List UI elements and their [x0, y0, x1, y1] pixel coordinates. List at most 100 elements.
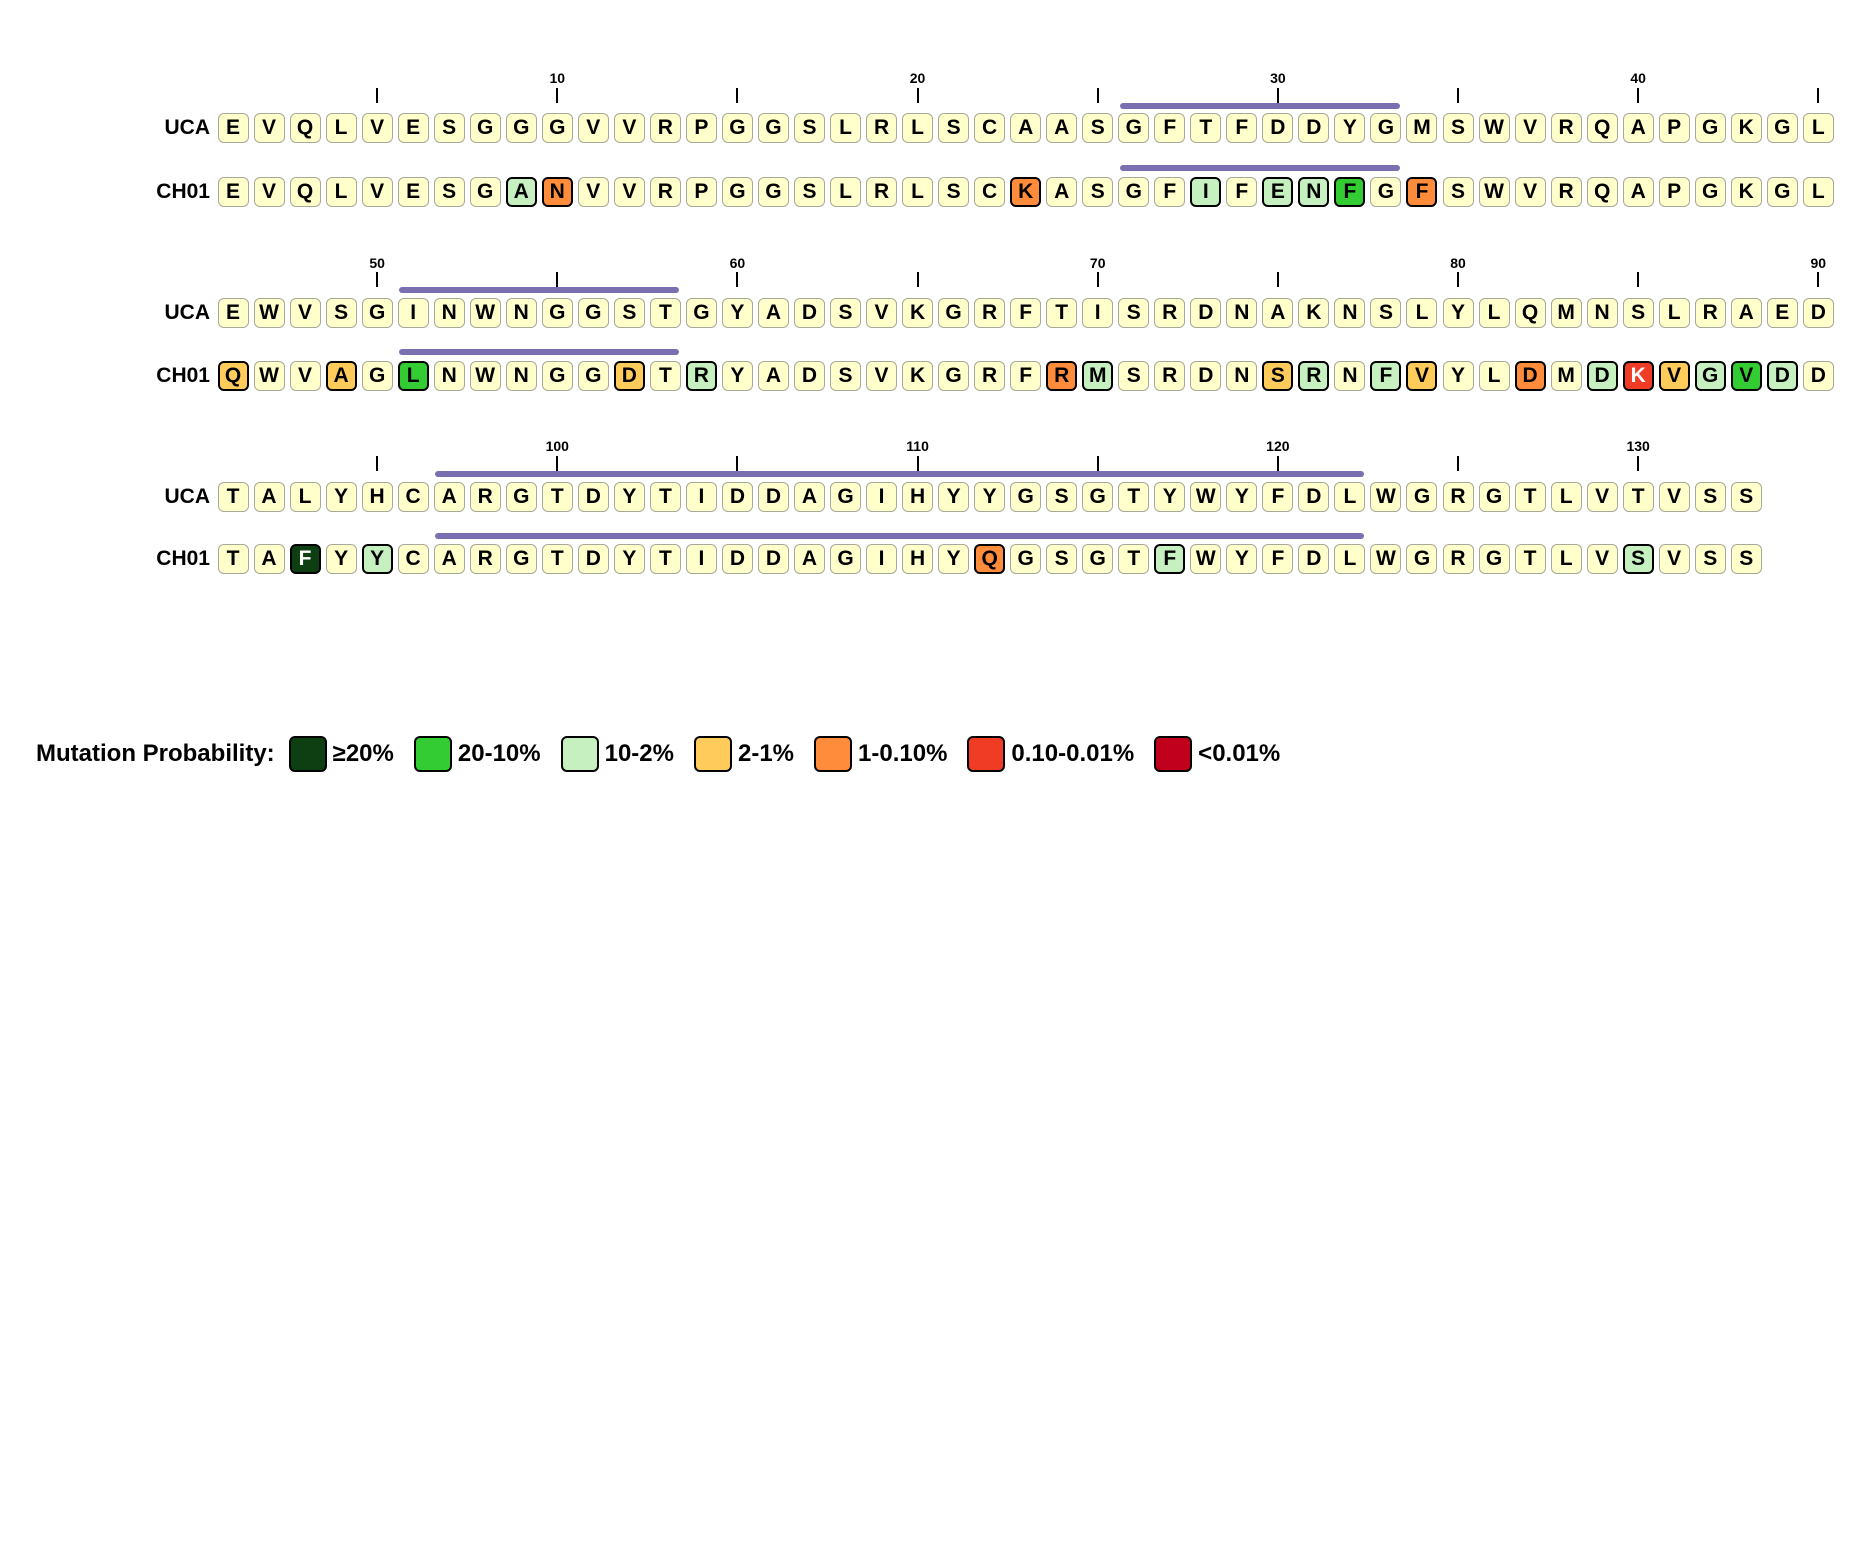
- legend-swatch: [413, 736, 452, 772]
- position-tick: [556, 456, 559, 471]
- uca-residue: D: [577, 482, 609, 512]
- position-tick: [1276, 88, 1279, 103]
- ch01-residue: V: [1586, 544, 1618, 574]
- uca-residue: G: [757, 113, 789, 143]
- ch01-residue: G: [1766, 177, 1798, 207]
- uca-residue: G: [1694, 113, 1726, 143]
- ch01-mutated-residue: D: [1514, 361, 1546, 391]
- legend-item: ≥20%: [288, 736, 394, 772]
- ch01-residue: V: [613, 177, 645, 207]
- legend-item: 20-10%: [413, 736, 541, 772]
- uca-residue: M: [1406, 113, 1438, 143]
- row-label-ch01: CH01: [156, 547, 210, 570]
- uca-residue: R: [649, 113, 681, 143]
- cdr-bar-uca: [435, 471, 1364, 477]
- uca-residue: K: [1730, 113, 1762, 143]
- ch01-mutated-residue: N: [541, 177, 573, 207]
- uca-residue: A: [1046, 113, 1078, 143]
- uca-residue: L: [1334, 482, 1366, 512]
- ch01-residue: T: [217, 544, 249, 574]
- ch01-residue: G: [469, 177, 501, 207]
- ch01-residue: G: [757, 177, 789, 207]
- uca-residue: A: [1730, 298, 1762, 328]
- uca-residue: G: [721, 113, 753, 143]
- ch01-residue: F: [1226, 177, 1258, 207]
- uca-residue: S: [1730, 482, 1762, 512]
- position-label: 70: [1089, 255, 1106, 271]
- uca-residue: L: [289, 482, 321, 512]
- uca-residue: W: [1190, 482, 1222, 512]
- uca-residue: I: [397, 298, 429, 328]
- position-tick: [1276, 272, 1279, 287]
- uca-residue: E: [1766, 298, 1798, 328]
- ch01-mutated-residue: F: [1154, 544, 1186, 574]
- uca-residue: P: [685, 113, 717, 143]
- ch01-residue: S: [433, 177, 465, 207]
- ch01-residue: A: [793, 544, 825, 574]
- uca-residue: Y: [1334, 113, 1366, 143]
- row-label-uca: UCA: [164, 485, 211, 508]
- ch01-residue: G: [1406, 544, 1438, 574]
- position-label: 20: [909, 70, 926, 86]
- ch01-residue: Y: [325, 544, 357, 574]
- ch01-mutated-residue: F: [1334, 177, 1366, 207]
- ch01-residue: G: [721, 177, 753, 207]
- position-tick: [916, 272, 919, 287]
- ch01-residue: S: [1730, 544, 1762, 574]
- ch01-residue: D: [1190, 361, 1222, 391]
- uca-residue: W: [1478, 113, 1510, 143]
- uca-residue: G: [1082, 482, 1114, 512]
- ch01-residue: R: [1442, 544, 1474, 574]
- position-tick: [1457, 456, 1460, 471]
- uca-residue: G: [830, 482, 861, 512]
- uca-residue: Y: [974, 482, 1006, 512]
- ch01-residue: H: [902, 544, 934, 574]
- uca-residue: A: [1262, 298, 1294, 328]
- uca-residue: L: [1658, 298, 1690, 328]
- ch01-residue: W: [1478, 177, 1510, 207]
- uca-residue: D: [1262, 113, 1294, 143]
- ch01-residue: G: [1370, 177, 1402, 207]
- ch01-residue: M: [1550, 361, 1582, 391]
- uca-residue: A: [433, 482, 465, 512]
- uca-residue: I: [866, 482, 898, 512]
- position-label: 90: [1810, 255, 1827, 271]
- uca-residue: L: [325, 113, 357, 143]
- uca-residue: T: [1622, 482, 1654, 512]
- ch01-residue: G: [1118, 177, 1150, 207]
- position-label: 10: [549, 70, 566, 86]
- uca-residue: S: [1694, 482, 1726, 512]
- uca-residue: I: [685, 482, 717, 512]
- uca-residue: L: [1478, 298, 1510, 328]
- ch01-residue: D: [1298, 544, 1330, 574]
- ch01-residue: N: [505, 361, 537, 391]
- ch01-residue: S: [1046, 544, 1078, 574]
- uca-residue: W: [1370, 482, 1402, 512]
- uca-residue: V: [577, 113, 609, 143]
- uca-residue: D: [1298, 113, 1330, 143]
- uca-residue: A: [253, 482, 285, 512]
- legend-swatch: [967, 736, 1006, 772]
- ch01-mutated-residue: R: [685, 361, 717, 391]
- row-label-uca: UCA: [164, 301, 211, 324]
- ch01-residue: F: [1154, 177, 1186, 207]
- ch01-residue: S: [1442, 177, 1474, 207]
- ch01-residue: D: [721, 544, 753, 574]
- position-tick: [916, 456, 919, 471]
- ch01-residue: R: [649, 177, 681, 207]
- uca-residue: Q: [289, 113, 321, 143]
- ch01-residue: V: [1658, 544, 1690, 574]
- uca-residue: E: [217, 113, 249, 143]
- ch01-residue: S: [938, 177, 970, 207]
- uca-residue: E: [217, 298, 249, 328]
- position-label: 100: [545, 438, 569, 454]
- ch01-mutated-residue: K: [1622, 361, 1654, 391]
- uca-residue: T: [1046, 298, 1078, 328]
- uca-residue: D: [757, 482, 789, 512]
- ch01-residue: V: [1514, 177, 1546, 207]
- position-tick: [1637, 456, 1640, 471]
- ch01-residue: L: [1334, 544, 1366, 574]
- ch01-residue: Y: [613, 544, 645, 574]
- position-tick: [1096, 456, 1099, 471]
- legend-swatch: [1154, 736, 1193, 772]
